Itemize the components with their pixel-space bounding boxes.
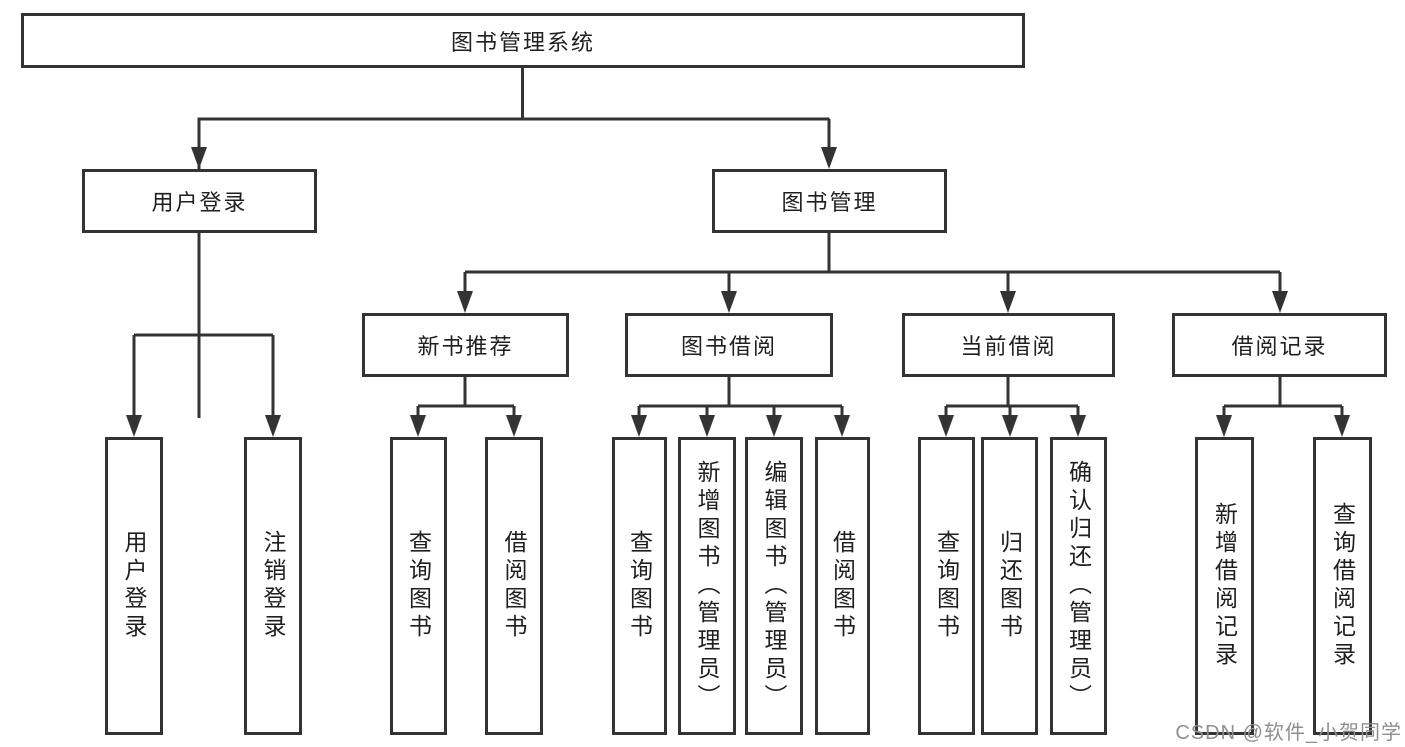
leaf-label: 确认归还（管理员） xyxy=(1065,460,1092,712)
leaf-query-books-current: 查询图书 xyxy=(918,437,975,735)
branch-new-book-rec xyxy=(416,377,516,416)
connector-path xyxy=(132,233,275,416)
leaf-logout: 注销登录 xyxy=(244,437,302,735)
node-borrowing-records: 借阅记录 xyxy=(1172,313,1387,377)
branch-borrow-records xyxy=(1222,377,1344,416)
branch-book-mgmt xyxy=(463,233,1282,292)
arrowhead xyxy=(191,147,207,169)
connector-path xyxy=(1222,377,1344,416)
arrowhead xyxy=(699,415,715,437)
node-book-management: 图书管理 xyxy=(712,169,947,233)
watermark: CSDN @软件_小贺同学 xyxy=(1175,722,1402,744)
branch-root xyxy=(197,68,831,418)
branch-current-borrow xyxy=(944,377,1080,416)
leaf-label: 用户登录 xyxy=(121,530,147,642)
leaf-confirm-return-admin: 确认归还（管理员） xyxy=(1050,437,1107,735)
connector-path xyxy=(944,377,1080,416)
branch-user-login xyxy=(132,233,275,416)
node-library-system: 图书管理系统 xyxy=(21,13,1025,68)
leaf-label: 归还图书 xyxy=(996,530,1023,642)
node-current-borrowing: 当前借阅 xyxy=(902,313,1115,377)
leaf-label: 查询借阅记录 xyxy=(1329,502,1356,670)
leaf-label: 查询图书 xyxy=(405,530,432,642)
leaf-user-login: 用户登录 xyxy=(105,437,163,735)
arrowhead xyxy=(1070,415,1086,437)
node-label: 用户登录 xyxy=(151,190,248,215)
node-new-book-recommend: 新书推荐 xyxy=(362,313,569,377)
leaf-edit-books-admin: 编辑图书（管理员） xyxy=(745,437,803,735)
arrowhead xyxy=(834,415,850,437)
arrowhead xyxy=(265,415,281,437)
leaf-label: 注销登录 xyxy=(260,530,286,642)
leaf-label: 查询图书 xyxy=(626,530,653,642)
branch-book-borrow-arrows xyxy=(631,415,850,437)
branch-user-login-arrows xyxy=(126,415,281,437)
leaf-add-books-admin: 新增图书（管理员） xyxy=(678,437,736,735)
arrowhead xyxy=(457,291,473,313)
node-label: 借阅记录 xyxy=(1231,334,1328,359)
branch-borrow-records-arrows xyxy=(1216,415,1350,437)
leaf-borrow-books: 借阅图书 xyxy=(815,437,870,735)
leaf-return-books: 归还图书 xyxy=(981,437,1038,735)
leaf-label: 新增图书（管理员） xyxy=(694,460,720,712)
leaf-add-borrow-record: 新增借阅记录 xyxy=(1195,437,1254,735)
node-label: 图书借阅 xyxy=(680,334,777,359)
branch-book-borrow xyxy=(637,377,844,416)
arrowhead xyxy=(1002,415,1018,437)
arrowhead xyxy=(1334,415,1350,437)
branch-root-arrows xyxy=(191,147,837,169)
arrowhead xyxy=(126,415,142,437)
arrowhead xyxy=(821,147,837,169)
leaf-borrow-books-recommend: 借阅图书 xyxy=(485,437,543,735)
node-book-borrowing: 图书借阅 xyxy=(625,313,833,377)
arrowhead xyxy=(506,415,522,437)
arrowhead xyxy=(1272,291,1288,313)
node-label: 图书管理系统 xyxy=(450,29,595,55)
arrowhead xyxy=(631,415,647,437)
node-user-login: 用户登录 xyxy=(82,169,317,233)
leaf-query-books-borrowing: 查询图书 xyxy=(612,437,667,735)
connector-path xyxy=(416,377,516,416)
leaf-label: 借阅图书 xyxy=(501,530,527,642)
branch-new-book-rec-arrows xyxy=(410,415,522,437)
arrowhead xyxy=(721,291,737,313)
leaf-query-borrow-record: 查询借阅记录 xyxy=(1313,437,1372,735)
branch-book-mgmt-arrows xyxy=(457,291,1288,313)
arrowhead xyxy=(766,415,782,437)
connector-path xyxy=(197,68,831,418)
leaf-label: 借阅图书 xyxy=(829,530,856,642)
arrowhead xyxy=(938,415,954,437)
leaf-label: 编辑图书（管理员） xyxy=(761,460,787,712)
arrowhead xyxy=(410,415,426,437)
leaf-query-books-recommend: 查询图书 xyxy=(390,437,447,735)
node-label: 当前借阅 xyxy=(960,334,1057,359)
leaf-label: 新增借阅记录 xyxy=(1211,502,1238,670)
arrowhead xyxy=(1000,291,1016,313)
branch-current-borrow-arrows xyxy=(938,415,1086,437)
connector-path xyxy=(463,233,1282,292)
node-label: 新书推荐 xyxy=(417,334,514,359)
connector-path xyxy=(637,377,844,416)
leaf-label: 查询图书 xyxy=(933,530,960,642)
arrowhead xyxy=(1216,415,1232,437)
node-label: 图书管理 xyxy=(781,190,878,215)
